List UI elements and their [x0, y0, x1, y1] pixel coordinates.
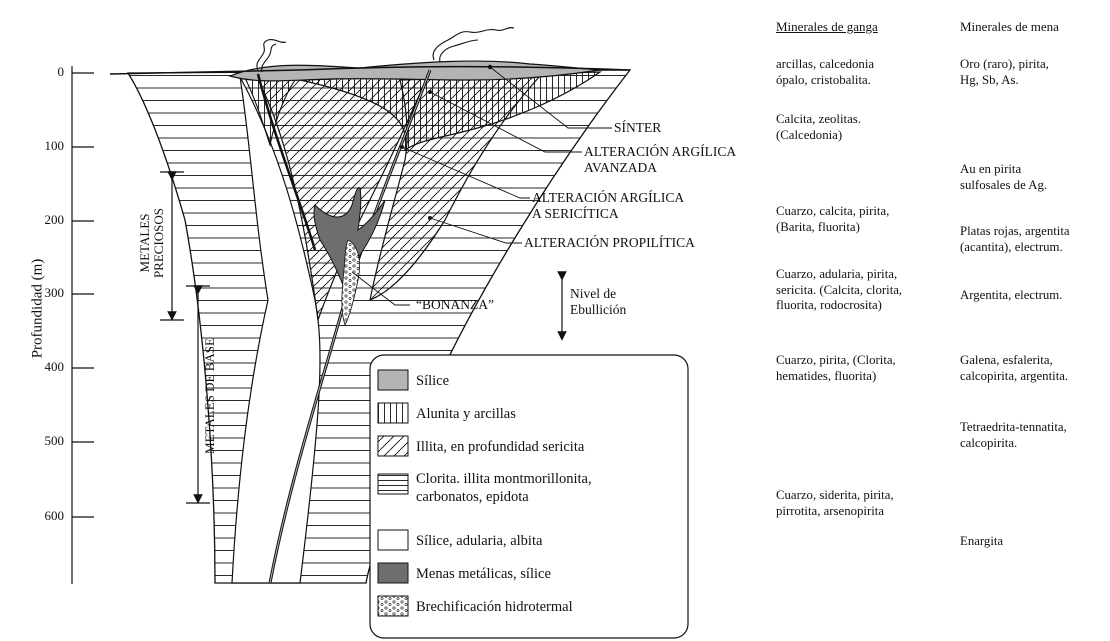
y-tick-label-500: 500	[44, 433, 65, 448]
legend-label-illita: Illita, en profundidad sericita	[416, 439, 585, 455]
cross-section	[109, 27, 632, 584]
y-axis	[71, 66, 94, 584]
label-metales-preciosos: METALES PRECIOSOS	[137, 207, 166, 279]
label-propilitica: ALTERACIÓN PROPILÍTICA	[524, 235, 695, 250]
legend-swatch-blank	[377, 529, 409, 551]
y-tick-label-400: 400	[44, 359, 65, 374]
legend-swatch-silice	[377, 369, 409, 391]
ganga-item-1: arcillas, calcedonia ópalo, cristobalita…	[776, 57, 875, 87]
mena-item-4: Argentita, electrum.	[960, 288, 1063, 302]
zone-illita	[257, 69, 431, 321]
mena-item-6: Tetraedrita-tennatita, calcopirita.	[960, 420, 1067, 450]
legend-swatch-illita	[377, 435, 409, 457]
y-axis-label: Profundidad (m)	[29, 258, 46, 359]
label-ebullicion: Nivel de Ebullición	[570, 286, 627, 317]
label-argilica-avanzada: ALTERACIÓN ARGÍLICA AVANZADA	[584, 144, 737, 175]
label-metales-de-base: METALES DE BASE	[202, 338, 217, 454]
legend-label-blank: Sílice, adularia, albita	[416, 533, 543, 549]
legend	[369, 354, 689, 639]
legend-label-silice: Sílice	[416, 373, 450, 389]
mena-item-1: Oro (raro), pirita, Hg, Sb, As.	[960, 57, 1049, 87]
zone-brecha-texture	[341, 240, 360, 325]
zone-alunita	[299, 71, 602, 152]
zone-menas	[313, 187, 386, 292]
label-sinter: SÍNTER	[614, 120, 662, 135]
steam-plume-left-2	[261, 43, 277, 73]
legend-swatch-menas	[377, 562, 409, 584]
y-tick-label-300: 300	[44, 285, 65, 300]
steam-plume-right-2	[439, 39, 479, 63]
mena-item-2: Au en pirita sulfosales de Ag.	[960, 162, 1048, 192]
brackets	[160, 171, 567, 504]
legend-label-alunita: Alunita y arcillas	[416, 406, 516, 422]
mena-item-3: Platas rojas, argentita (acantita), elec…	[960, 224, 1070, 254]
ganga-header: Minerales de ganga	[776, 19, 878, 34]
mena-item-5: Galena, esfalerita, calcopirita, argenti…	[960, 353, 1069, 383]
y-tick-label-0: 0	[57, 64, 65, 79]
mena-item-7: Enargita	[960, 534, 1004, 548]
legend-label-clorita: Clorita. illita montmorillonita, carbona…	[416, 471, 592, 505]
ground-surface	[109, 65, 631, 75]
steam-plume-right	[432, 27, 515, 61]
vein-secondary	[256, 73, 317, 251]
zone-adularia	[231, 76, 321, 584]
ganga-item-3: Cuarzo, calcita, pirita, (Barita, fluori…	[776, 204, 890, 234]
y-tick-label-100: 100	[44, 138, 65, 153]
ganga-item-6: Cuarzo, siderita, pirita, pirrotita, ars…	[776, 488, 894, 518]
y-tick-label-600: 600	[44, 508, 65, 523]
legend-swatch-clorita	[377, 473, 409, 495]
ganga-item-5: Cuarzo, pirita, (Clorita, hematides, flu…	[776, 353, 896, 383]
label-bonanza: “BONANZA”	[416, 297, 494, 312]
label-argilica-sericitica: ALTERACIÓN ARGÍLICA A SERICÍTICA	[532, 190, 685, 221]
y-tick-label-200: 200	[44, 212, 65, 227]
ganga-item-4: Cuarzo, adularia, pirita, sericita. (Cal…	[776, 267, 903, 312]
leader-lines	[351, 66, 612, 306]
ganga-item-2: Calcita, zeolitas. (Calcedonia)	[776, 112, 861, 142]
legend-label-menas: Menas metálicas, sílice	[416, 566, 551, 582]
legend-swatch-alunita	[377, 402, 409, 424]
steam-plume-left	[256, 39, 287, 71]
legend-label-brecha: Brechificación hidrotermal	[416, 599, 573, 615]
mena-header: Minerales de mena	[960, 19, 1059, 34]
